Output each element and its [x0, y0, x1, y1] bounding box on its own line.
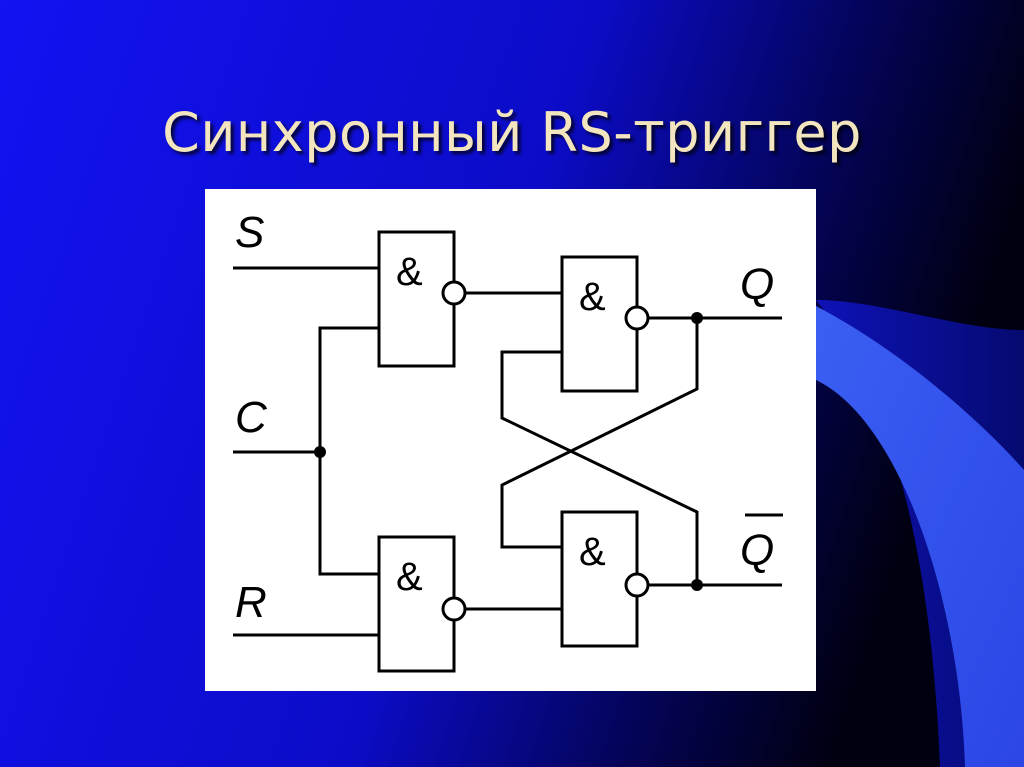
- gate-g1-inverter-bubble: [441, 280, 467, 306]
- slide-title: Синхронный RS-триггер: [162, 101, 862, 164]
- gate-g3-inverter-bubble: [441, 596, 467, 622]
- input-label-s: S: [235, 208, 264, 257]
- wire-feedback-q-to-g4: [500, 318, 699, 549]
- diagram-panel: S C R Q Q & & & &: [205, 189, 816, 691]
- background-swoosh: [816, 306, 1024, 767]
- input-label-r: R: [235, 578, 267, 627]
- wire-clock-bus: [318, 326, 379, 576]
- wire-feedback-q-bar-to-g2: [500, 350, 699, 585]
- clock-junction: [314, 446, 326, 458]
- gate-g4-inverter-bubble: [624, 572, 650, 598]
- gate-g2-symbol: &: [579, 275, 606, 319]
- gate-g3: [377, 535, 456, 673]
- gate-g2-inverter-bubble: [624, 305, 650, 331]
- rs-trigger-circuit: S C R Q Q & & & &: [233, 208, 783, 673]
- input-label-c: C: [235, 393, 268, 442]
- gate-g4: [560, 510, 639, 648]
- gate-g3-symbol: &: [396, 555, 423, 599]
- gate-g1-symbol: &: [396, 250, 423, 294]
- output-label-q: Q: [740, 260, 774, 309]
- gate-g4-symbol: &: [579, 530, 606, 574]
- output-label-q-bar: Q: [740, 526, 774, 575]
